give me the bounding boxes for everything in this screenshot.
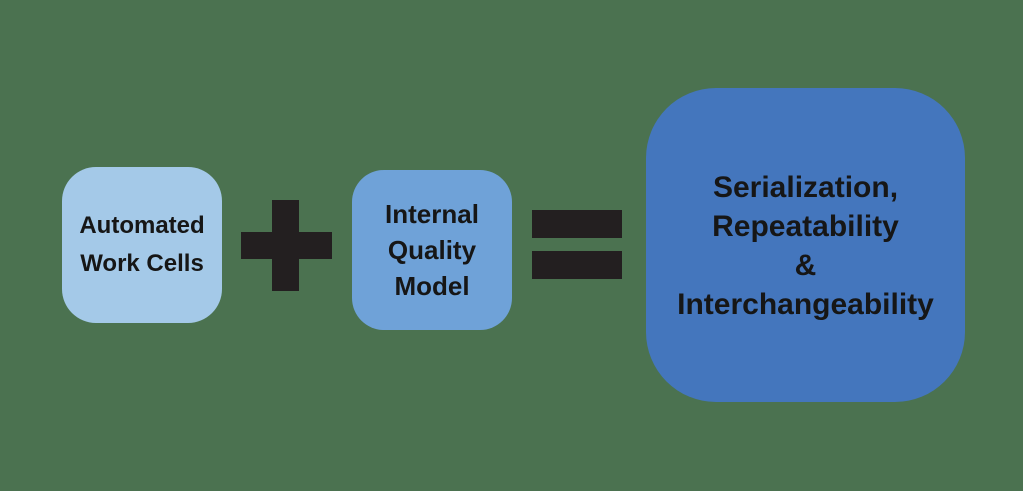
plus-icon: [241, 200, 332, 291]
node-result-label: Serialization, Repeatability & Interchan…: [646, 168, 965, 324]
equals-icon-top-bar: [532, 210, 622, 238]
node-result-line-1: Serialization,: [712, 171, 899, 204]
equals-icon-bottom-bar: [532, 251, 622, 279]
node-internal-quality-model-line-2: Quality: [387, 235, 477, 265]
node-result: Serialization, Repeatability & Interchan…: [646, 88, 965, 402]
node-automated-work-cells-line-1: Automated: [79, 212, 205, 239]
plus-icon-vertical-bar: [272, 200, 299, 291]
node-automated-work-cells-label: Automated Work Cells: [62, 207, 222, 283]
node-internal-quality-model-line-1: Internal: [385, 199, 479, 229]
node-automated-work-cells-line-2: Work Cells: [80, 250, 204, 277]
node-internal-quality-model-line-3: Model: [394, 271, 470, 301]
node-result-line-4: Interchangeability: [677, 288, 934, 321]
equals-icon: [532, 210, 622, 280]
node-automated-work-cells: Automated Work Cells: [62, 167, 222, 323]
node-result-line-2: Repeatability: [712, 210, 899, 243]
node-result-line-3: &: [794, 249, 817, 282]
node-internal-quality-model: Internal Quality Model: [352, 170, 512, 330]
node-internal-quality-model-label: Internal Quality Model: [352, 196, 512, 304]
